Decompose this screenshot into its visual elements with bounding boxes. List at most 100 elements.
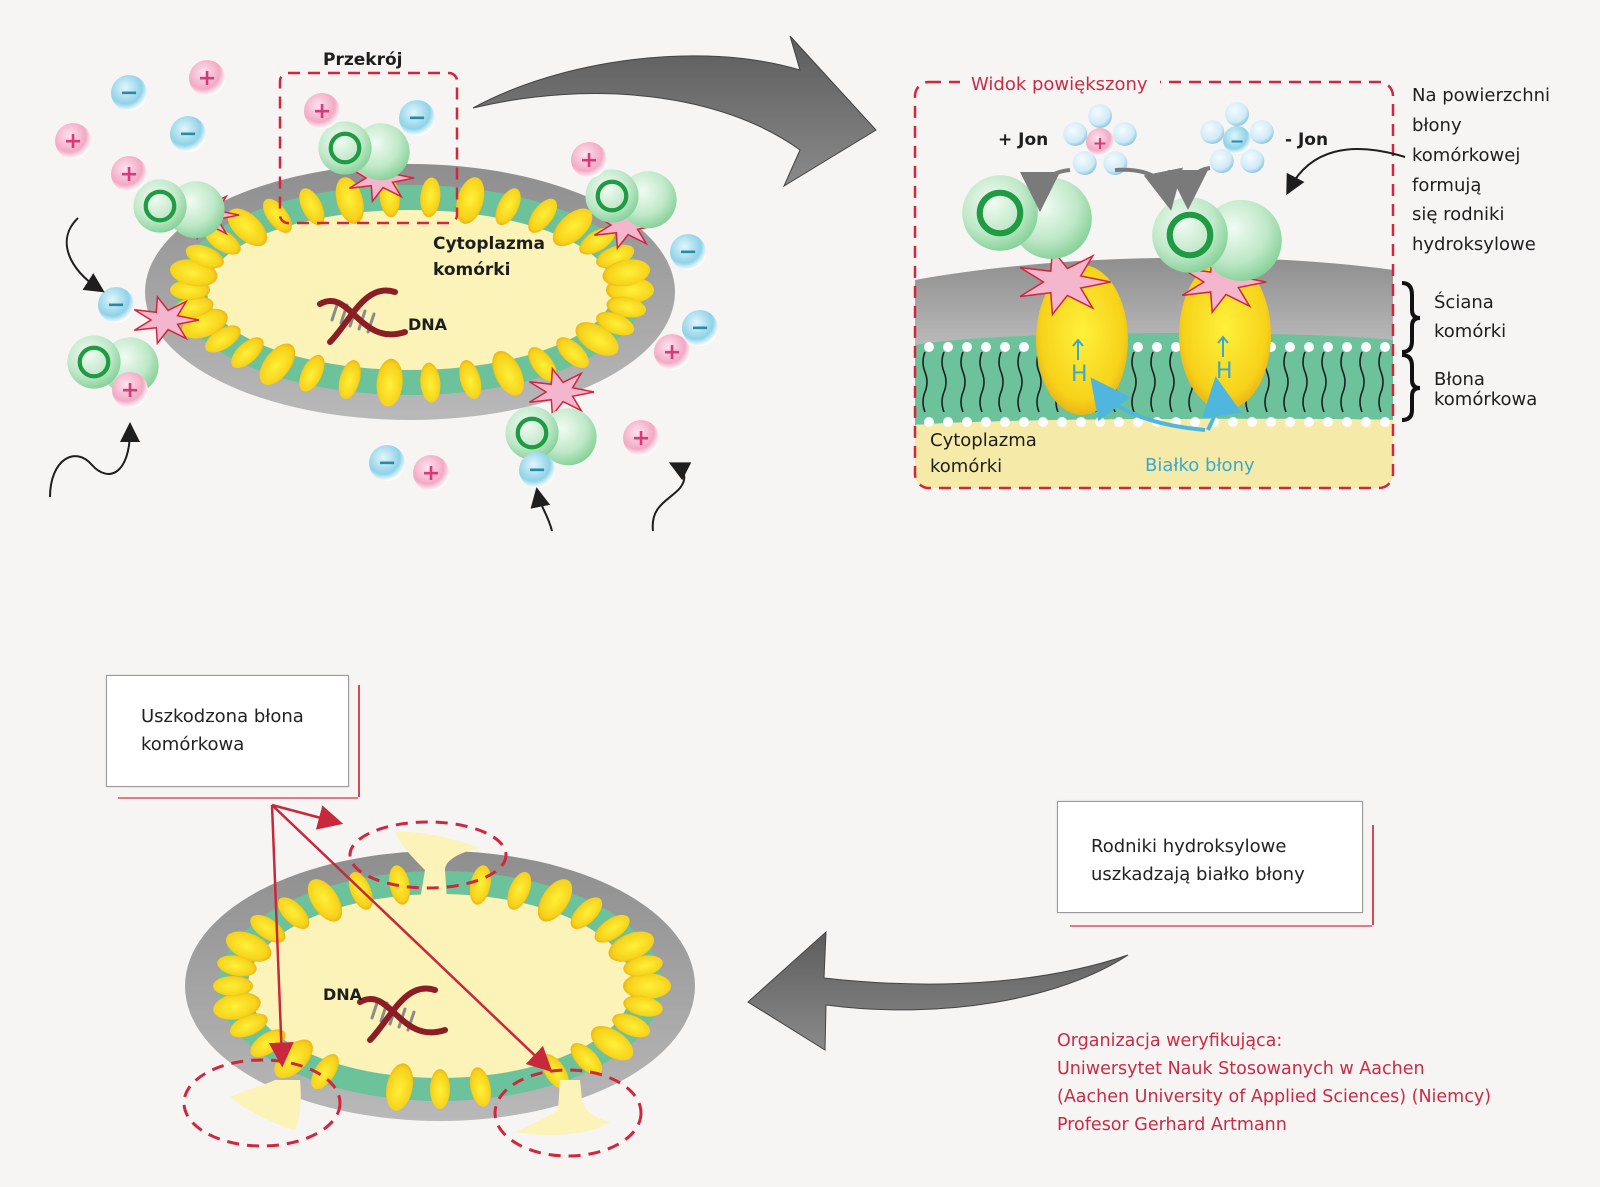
membrane-protein <box>229 1013 268 1038</box>
membrane-protein <box>552 208 593 247</box>
svg-text:Na powierzchni: Na powierzchni <box>1412 85 1550 106</box>
zoom-cytoplasm-label-2: komórki <box>930 456 1002 477</box>
membrane-protein <box>459 360 482 399</box>
curved-arrow <box>530 487 553 532</box>
membrane-protein <box>507 871 532 910</box>
lipid-tail <box>998 351 1004 413</box>
lipid-head <box>981 417 991 427</box>
section-label: Przekrój <box>323 50 402 70</box>
svg-text:−: − <box>408 105 427 131</box>
membrane-protein <box>299 188 325 226</box>
svg-text:błony: błony <box>1412 115 1462 136</box>
membrane-protein <box>389 865 411 905</box>
lipid-tail <box>1169 351 1175 413</box>
gray-arrow <box>1114 167 1183 211</box>
svg-text:−: − <box>528 457 547 483</box>
hydroxyl-radical-icon <box>133 179 225 239</box>
lipid-head <box>1190 417 1200 427</box>
hydroxyl-radical-icon <box>505 406 597 466</box>
pointer-line <box>268 804 294 1068</box>
lipid-head <box>924 417 934 427</box>
svg-text:+: + <box>632 425 651 451</box>
wall-label-1: Ściana <box>1434 291 1494 313</box>
callout-accent-line <box>118 797 358 799</box>
h-up-arrow-icon <box>1217 335 1229 357</box>
membrane-label-2: komórkowa <box>1434 389 1537 410</box>
membrane-protein <box>590 1026 634 1061</box>
curved-arrow <box>65 217 105 293</box>
membrane-protein <box>205 227 241 255</box>
membrane-protein <box>259 343 296 385</box>
big-arrow-left-icon <box>747 930 1129 1051</box>
lipid-head <box>1019 342 1029 352</box>
cytoplasm <box>207 210 613 370</box>
membrane-protein <box>277 897 310 929</box>
lipid-head <box>1171 342 1181 352</box>
lipid-head <box>1000 342 1010 352</box>
lipid-tail <box>1017 351 1023 413</box>
positive-ion-icon: + <box>1086 128 1114 156</box>
hydroxyl-radical-icon <box>318 121 410 181</box>
callout-damaged-membrane-line-2: komórkowa <box>141 734 245 755</box>
damage-outline-bottom-right <box>493 1068 643 1158</box>
top-left-cell: DNA Cytoplazma komórki Przekrój −++−++−+… <box>49 50 718 532</box>
dna-helix <box>357 985 448 1043</box>
lipid-tail <box>1283 351 1289 413</box>
callout-damaged-membrane-line-1: Uszkodzona błona <box>141 706 304 727</box>
impact-burst-icon <box>1019 247 1111 317</box>
negative-ion-icon: − <box>670 234 706 270</box>
positive-ion-icon: + <box>112 372 148 408</box>
membrane-protein <box>231 337 264 369</box>
positive-ion-icon: + <box>111 156 147 192</box>
membrane-protein <box>386 1063 414 1111</box>
lipid-head <box>1057 417 1067 427</box>
membrane-protein <box>570 897 603 929</box>
membrane-protein <box>376 358 403 407</box>
membrane-protein <box>623 955 663 977</box>
negative-ion-icon: − <box>111 75 147 111</box>
membrane-protein <box>623 973 671 999</box>
membrane-protein <box>528 347 558 382</box>
lipid-bilayer <box>922 342 1390 427</box>
dna-label: DNA <box>323 985 363 1004</box>
zoom-cytoplasm-label-1: Cytoplazma <box>930 430 1037 451</box>
lipid-head <box>962 417 972 427</box>
lipid-head <box>1000 417 1010 427</box>
lipid-head <box>1019 417 1029 427</box>
lipid-head <box>1152 342 1162 352</box>
leak-bottom-right <box>515 1080 610 1135</box>
lipid-head <box>1228 417 1238 427</box>
lipid-head <box>1285 417 1295 427</box>
pointer-arrow <box>1286 148 1406 196</box>
svg-text:się rodniki: się rodniki <box>1412 204 1504 225</box>
membrane-protein <box>594 914 630 943</box>
dna-icon <box>317 287 408 345</box>
lipid-head <box>1380 417 1390 427</box>
lipid-head <box>1285 342 1295 352</box>
bottom-cell: DNA <box>182 803 695 1158</box>
dna-label: DNA <box>408 315 448 334</box>
zoom-cytoplasm <box>915 418 1393 488</box>
callout-damaged-membrane: Uszkodzona błona komórkowa <box>106 675 349 787</box>
lipid-head <box>1266 417 1276 427</box>
membrane-protein <box>226 931 272 962</box>
svg-text:komórkowej: komórkowej <box>1412 145 1520 166</box>
svg-text:−: − <box>679 239 698 265</box>
lipid-head <box>1342 342 1352 352</box>
membrane-proteins <box>213 865 671 1111</box>
zoom-cell-wall <box>915 257 1393 345</box>
membrane-protein <box>217 955 257 977</box>
negative-ion-icon: − <box>369 445 405 481</box>
lipid-head <box>1323 342 1333 352</box>
membrane-protein <box>185 244 224 269</box>
membrane-protein <box>608 931 654 962</box>
membrane-label-1: Błona <box>1434 369 1485 390</box>
svg-text:+: + <box>121 377 140 403</box>
lipid-head <box>1133 342 1143 352</box>
negative-ion-label: - Jon <box>1285 130 1328 150</box>
lipid-head <box>1361 417 1371 427</box>
cytoplasm-label-2: komórki <box>433 260 510 280</box>
membrane-protein <box>335 177 364 224</box>
dna-icon <box>357 985 448 1043</box>
lipid-tail <box>1378 351 1384 413</box>
